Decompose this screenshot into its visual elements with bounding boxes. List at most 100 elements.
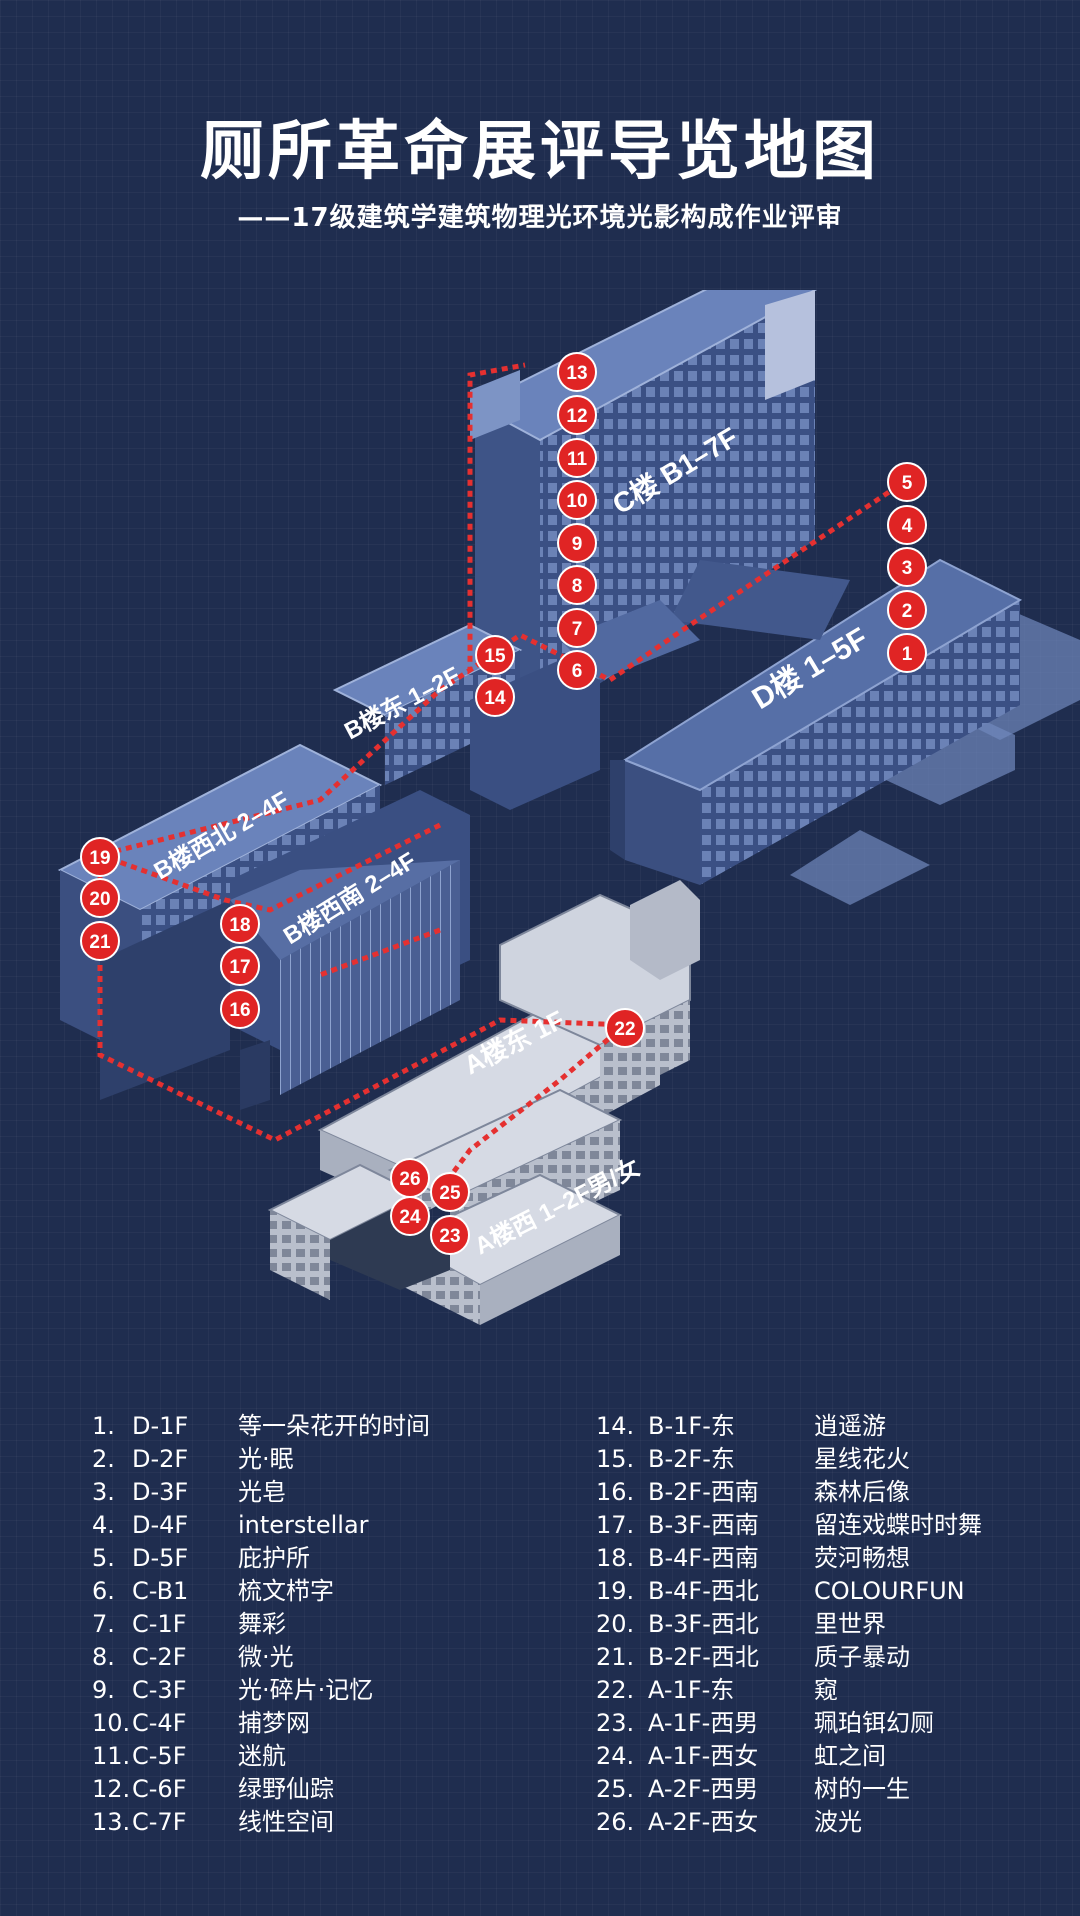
marker-12: 12 [557,395,597,435]
marker-number: 9 [572,534,583,555]
legend-location: D-4F [132,1511,189,1539]
legend-number: 12. [92,1775,131,1803]
legend-location: D-2F [132,1445,189,1473]
marker-number: 17 [229,957,250,978]
legend-location: B-4F-西北 [648,1577,759,1605]
marker-circle [220,946,260,986]
legend-name: 荧河畅想 [814,1544,910,1572]
legend-number: 10. [92,1709,131,1737]
marker-circle [605,1008,645,1048]
marker-circle [887,633,927,673]
marker-circle [887,547,927,587]
legend-name: 绿野仙踪 [238,1775,334,1803]
marker-22: 22 [605,1008,645,1048]
marker-number: 23 [439,1226,460,1247]
marker-circle [475,677,515,717]
marker-circle [887,590,927,630]
legend-number: 11. [92,1742,131,1770]
legend-number: 5. [92,1544,115,1572]
legend-number: 16. [596,1478,635,1506]
marker-circle [430,1215,470,1255]
marker-9: 9 [557,523,597,563]
legend-name: 捕梦网 [238,1709,310,1737]
legend-number: 3. [92,1478,115,1506]
legend-name: COLOURFUN [814,1577,965,1605]
legend-item: 13.C-7F 线性空间 [92,1806,532,1839]
legend-number: 14. [596,1412,635,1440]
legend-item: 24.A-1F-西女虹之间 [596,1740,1066,1773]
legend-name: 光·眠 [238,1445,294,1473]
legend-location: C-2F [132,1643,187,1671]
marker-circle [557,523,597,563]
legend-number: 21. [596,1643,635,1671]
marker-number: 8 [572,576,583,597]
legend-item: 4. D-4F interstellar [92,1509,532,1542]
legend-item: 22.A-1F-东窥 [596,1674,1066,1707]
legend-number: 23. [596,1709,635,1737]
marker-25: 25 [430,1172,470,1212]
legend-number: 25. [596,1775,635,1803]
legend-number: 6. [92,1577,115,1605]
legend-location: B-4F-西南 [648,1544,759,1572]
legend-number: 15. [596,1445,635,1473]
marker-circle [475,635,515,675]
legend-item: 21.B-2F-西北质子暴动 [596,1641,1066,1674]
building-b-west [57,743,470,1110]
legend-number: 13. [92,1808,131,1836]
marker-20: 20 [80,878,120,918]
legend-name: 波光 [814,1808,862,1836]
legend-name: 森林后像 [814,1478,910,1506]
marker-circle [220,904,260,944]
legend-name: 珮珀铒幻厕 [814,1709,934,1737]
marker-number: 25 [439,1183,461,1204]
marker-14: 14 [475,677,515,717]
marker-3: 3 [887,547,927,587]
legend-number: 19. [596,1577,635,1605]
marker-number: 3 [902,558,913,579]
legend-location: D-5F [132,1544,189,1572]
building-a-west [267,1088,623,1325]
legend-name: 等一朵花开的时间 [238,1412,430,1440]
legend-item: 25.A-2F-西男树的一生 [596,1773,1066,1806]
marker-number: 21 [89,932,111,953]
legend-name: interstellar [238,1511,369,1539]
legend-number: 24. [596,1742,635,1770]
marker-2: 2 [887,590,927,630]
legend-name: 虹之间 [814,1742,886,1770]
marker-10: 10 [557,480,597,520]
marker-circle [80,837,120,877]
page-subtitle: ——17级建筑学建筑物理光环境光影构成作业评审 [237,203,843,233]
marker-4: 4 [887,505,927,545]
marker-circle [557,352,597,392]
marker-circle [887,462,927,502]
marker-26: 26 [390,1158,430,1198]
legend-name: 迷航 [238,1742,286,1770]
marker-23: 23 [430,1215,470,1255]
marker-number: 7 [572,619,583,640]
marker-18: 18 [220,904,260,944]
legend-location: C-7F [132,1808,187,1836]
legend-location: B-2F-西南 [648,1478,759,1506]
legend-number: 4. [92,1511,115,1539]
marker-13: 13 [557,352,597,392]
marker-number: 15 [484,646,506,667]
marker-circle [390,1158,430,1198]
legend-location: C-4F [132,1709,187,1737]
marker-circle [80,878,120,918]
legend-name: 光·碎片·记忆 [238,1676,374,1704]
legend-name: 线性空间 [238,1808,334,1836]
legend-name: 逍遥游 [814,1412,886,1440]
marker-circle [557,438,597,478]
marker-number: 1 [902,644,913,665]
legend-location: A-2F-西男 [648,1775,759,1803]
marker-circle [430,1172,470,1212]
